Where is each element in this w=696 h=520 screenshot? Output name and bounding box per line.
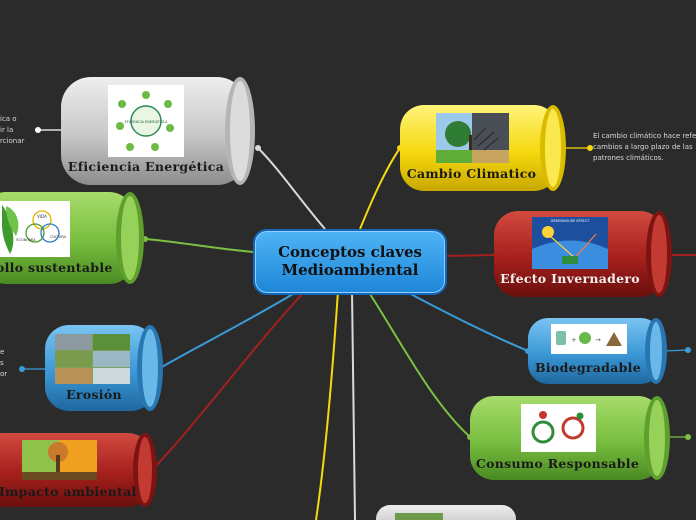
note-cambio-climatico: El cambio climático hace refe cambios a … xyxy=(593,132,696,162)
svg-text:CULTURA: CULTURA xyxy=(50,235,66,239)
connector-erosion xyxy=(159,290,299,369)
node-cambio-label[interactable]: Cambio Climatico xyxy=(406,166,537,181)
svg-text:EFICIENCIA ENERGÉTICA: EFICIENCIA ENERGÉTICA xyxy=(125,119,169,124)
connector-cambio xyxy=(359,147,401,230)
thumb-consumo xyxy=(521,404,596,452)
svg-text:→: → xyxy=(595,336,601,344)
thumb-bottom-gray xyxy=(395,513,443,520)
connector-consumo xyxy=(367,290,471,438)
node-consumo-label[interactable]: Consumo Responsable xyxy=(475,456,640,471)
thumb-desarrollo: VIDA ECONOMÍA CULTURA xyxy=(0,201,70,257)
note-eficiencia: ica o ir la rcionar xyxy=(0,115,25,145)
svg-text:VIDA: VIDA xyxy=(37,214,47,219)
connector-bottom-yellow xyxy=(315,290,339,520)
central-topic-line2: Medioambiental xyxy=(281,261,419,279)
central-topic-node[interactable]: Conceptos claves Medioambiental xyxy=(253,229,447,295)
node-eficiencia-label[interactable]: Eficiencia Energética xyxy=(67,159,225,174)
central-topic-line1: Conceptos claves xyxy=(278,243,422,261)
thumb-eficiencia: EFICIENCIA ENERGÉTICA xyxy=(108,85,184,157)
svg-text:GREENHOUSE EFFECT: GREENHOUSE EFFECT xyxy=(551,219,591,223)
note-erosion: e s or xyxy=(0,348,8,378)
svg-text:+: + xyxy=(571,336,577,344)
thumb-erosion xyxy=(55,334,130,384)
connector-bottom-gray xyxy=(351,290,356,520)
node-impacto-label[interactable]: Impacto ambiental xyxy=(0,484,137,499)
thumb-efecto: GREENHOUSE EFFECT xyxy=(532,217,608,269)
thumb-cambio xyxy=(436,113,509,163)
connector-eficiencia xyxy=(257,147,326,230)
connector-desarrollo xyxy=(144,238,254,253)
connector-impacto xyxy=(151,290,306,471)
node-biodegradable-label[interactable]: Biodegradable xyxy=(535,360,641,375)
thumb-impacto xyxy=(22,440,97,480)
connector-efecto xyxy=(442,254,496,257)
node-erosion-label[interactable]: Erosión xyxy=(66,387,122,402)
node-efecto-label[interactable]: Efecto Invernadero xyxy=(500,271,640,286)
connector-biodegradable xyxy=(404,290,529,352)
node-desarrollo-label[interactable]: ollo sustentable xyxy=(0,260,113,275)
thumb-biodegradable: + → xyxy=(551,324,627,354)
svg-text:ECONOMÍA: ECONOMÍA xyxy=(16,237,36,242)
